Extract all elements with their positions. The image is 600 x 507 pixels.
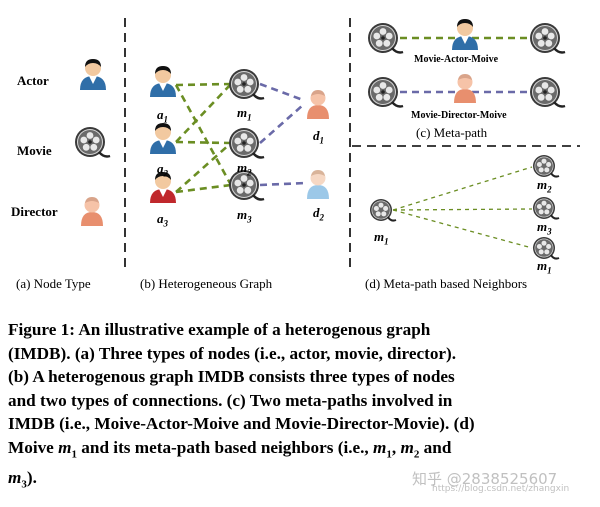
watermark-url: https://blog.csdn.net/zhangxin [432, 484, 570, 494]
metapath-mam-label: Movie-Actor-Moive [414, 54, 499, 65]
watermark: 知乎 @2838525607 [412, 470, 558, 488]
director-movie-edges [259, 82, 307, 187]
label-neighbor-m3: m3 [537, 219, 552, 237]
label-neighbor-m1: m1 [537, 258, 552, 276]
label-neighbor-center: m1 [374, 229, 389, 247]
label-a3: a3 [157, 211, 168, 229]
movie-icon [73, 125, 112, 159]
figure: Actor Movie Director (a) Node Type a1 a2… [11, 18, 580, 291]
movie-node-m2 [227, 126, 266, 160]
caption-line-2: (IMDB). (a) Three types of nodes (i.e., … [8, 343, 457, 363]
label-d1: d1 [313, 128, 324, 146]
caption-line-1: Figure 1: An illustrative example of a h… [8, 320, 431, 339]
caption-line-3: (b) A heterogenous graph IMDB consists t… [8, 367, 455, 386]
actor-movie-edges [174, 82, 233, 194]
panel-c-caption: (c) Meta-path [416, 125, 488, 140]
neighbor-edges [392, 166, 533, 249]
metapath-mdm-director [454, 74, 476, 103]
neighbor-m3 [532, 196, 560, 220]
label-neighbor-m2: m2 [537, 177, 552, 195]
label-a1: a1 [157, 107, 168, 125]
actor-node-a1 [150, 66, 176, 97]
metapath-mdm-movie-right [528, 75, 567, 109]
movie-node-m1 [227, 67, 266, 101]
director-node-d2 [307, 170, 329, 199]
label-a2: a2 [157, 161, 168, 179]
panel-a-caption: (a) Node Type [16, 276, 91, 291]
actor-node-a2 [150, 123, 176, 154]
metapath-mam-actor [452, 19, 478, 50]
label-d2: d2 [313, 205, 324, 223]
metapath-mdm-movie-left [366, 75, 405, 109]
metapath-mam-movie-right [528, 21, 567, 55]
caption-line-4: and two types of connections. (c) Two me… [8, 390, 453, 410]
figure-graphics [73, 18, 580, 272]
node-type-actor: Actor [17, 73, 49, 88]
panel-d-caption: (d) Meta-path based Neighbors [365, 276, 528, 291]
node-type-movie: Movie [17, 143, 52, 158]
node-type-director: Director [11, 204, 58, 219]
metapath-mdm-label: Movie-Director-Moive [411, 110, 507, 121]
director-icon [81, 197, 103, 226]
caption-line-7: m3). [8, 468, 37, 491]
caption-line-5: IMDB (i.e., Moive-Actor-Moive and Movie-… [8, 414, 475, 433]
figure-caption: Figure 1: An illustrative example of a h… [8, 318, 596, 497]
label-m1: m1 [237, 105, 252, 123]
metapath-mam-movie-left [366, 21, 405, 55]
actor-icon [80, 59, 106, 90]
neighbor-center-m1 [369, 198, 397, 222]
director-node-d1 [307, 90, 329, 119]
neighbor-m1 [532, 236, 560, 260]
caption-line-6: Moive m1 and its meta-path based neighbo… [8, 437, 452, 460]
panel-b-caption: (b) Heterogeneous Graph [140, 276, 273, 291]
label-m3: m3 [237, 207, 252, 225]
neighbor-m2 [532, 154, 560, 178]
label-m2: m2 [237, 160, 252, 178]
